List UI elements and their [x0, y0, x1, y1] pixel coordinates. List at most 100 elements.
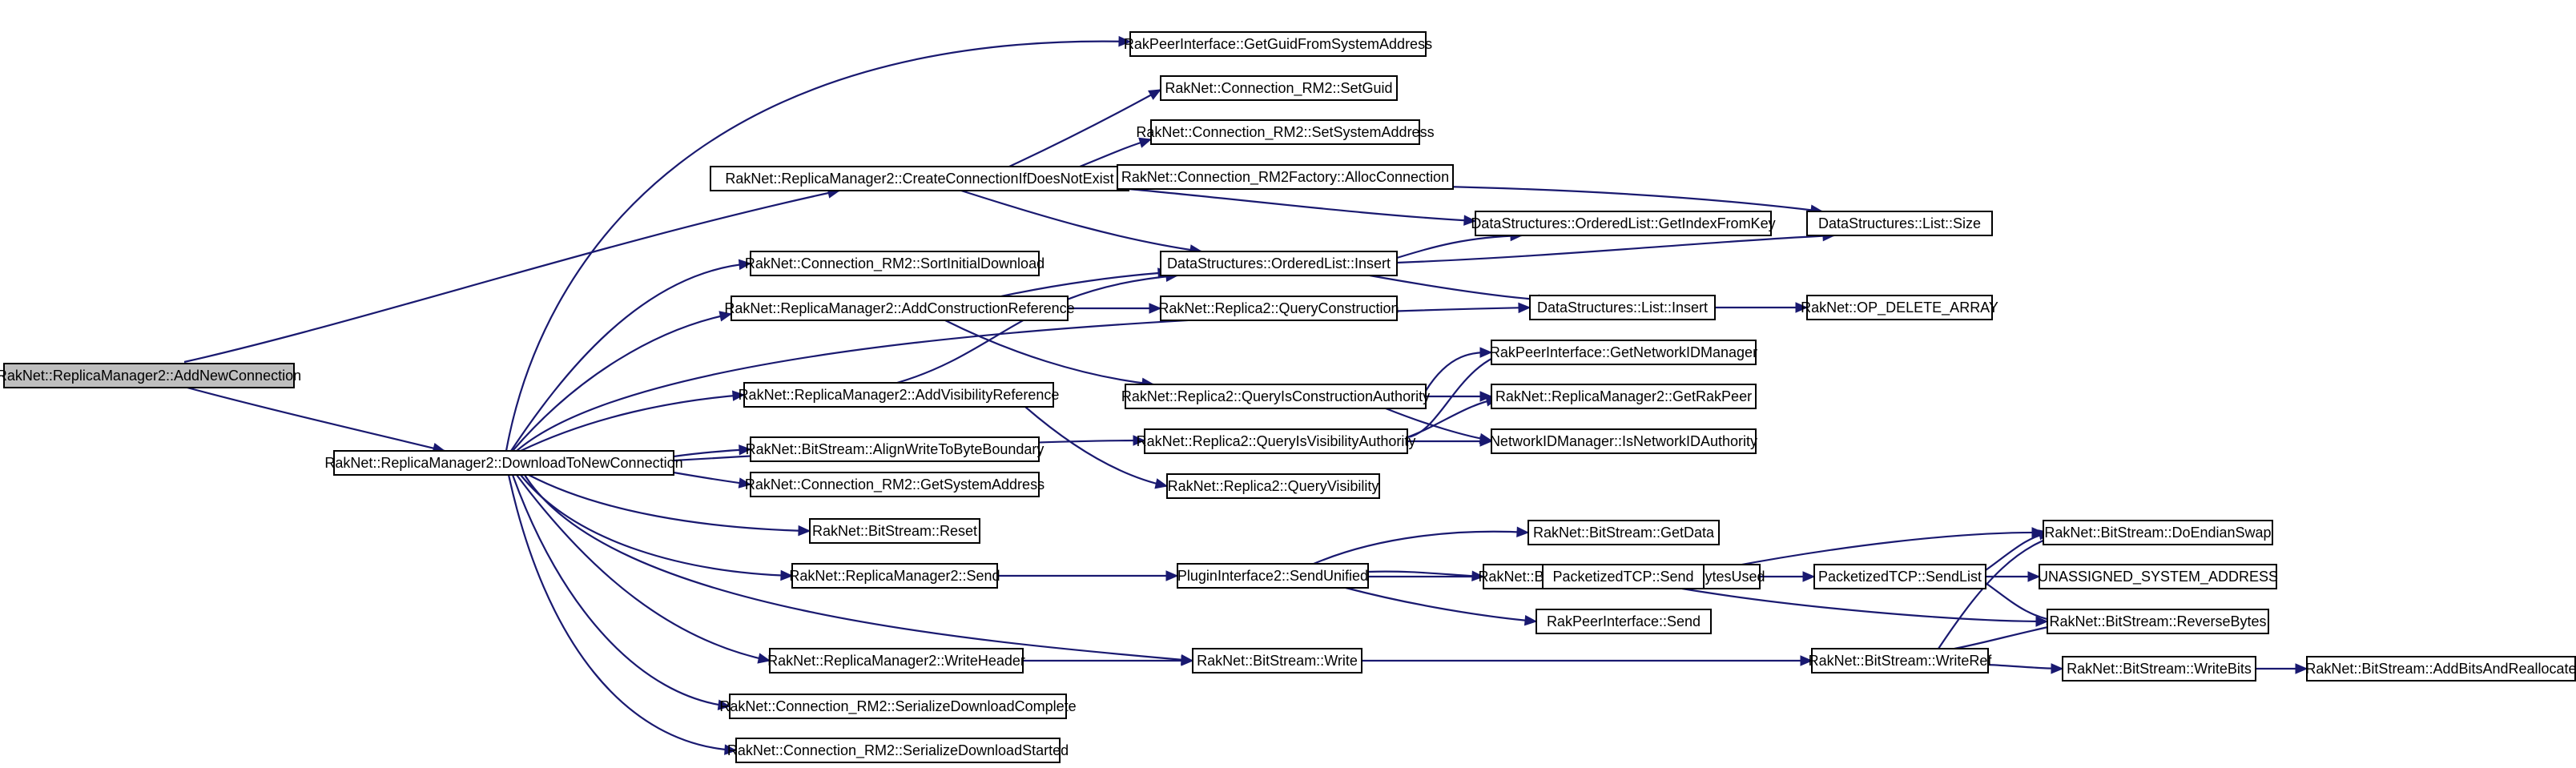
node-box — [1160, 75, 1398, 101]
node-label: RakNet::BitStream::Write — [1197, 653, 1358, 669]
node-box — [1491, 428, 1757, 454]
node-label: RakNet::Connection_RM2::SortInitialDownl… — [745, 255, 1044, 272]
graph-node[interactable]: RakNet::Replica2::QueryConstruction — [1158, 296, 1399, 321]
graph-node[interactable]: RakNet::Connection_RM2::SerializeDownloa… — [719, 694, 1077, 719]
graph-node[interactable]: RakNet::OP_DELETE_ARRAY — [1801, 295, 1998, 320]
graph-node[interactable]: RakPeerInterface::Send — [1536, 609, 1712, 634]
node-label: RakNet::BitStream::AlignWriteToByteBound… — [746, 441, 1044, 457]
node-label: RakPeerInterface::GetGuidFromSystemAddre… — [1124, 36, 1432, 52]
node-label: RakNet::ReplicaManager2::AddVisibilityRe… — [739, 387, 1060, 403]
node-label: RakNet::ReplicaManager2::DownloadToNewCo… — [324, 455, 682, 471]
node-box — [1536, 609, 1712, 634]
graph-node[interactable]: RakNet::Connection_RM2::SetGuid — [1160, 75, 1398, 101]
edge-ccine-to-olins — [960, 189, 1203, 255]
edge-ptsend-to-des — [1703, 527, 2045, 573]
graph-node[interactable]: RakNet::Replica2::QueryVisibility — [1166, 473, 1380, 499]
node-label: NetworkIDManager::IsNetworkIDAuthority — [1490, 433, 1757, 449]
edge-dtnc-to-reset — [528, 474, 811, 537]
graph-node[interactable]: RakNet::ReplicaManager2::AddNewConnectio… — [0, 363, 301, 388]
node-box — [1177, 563, 1369, 589]
edge-addcr-to-qc — [1068, 303, 1162, 314]
graph-node[interactable]: NetworkIDManager::IsNetworkIDAuthority — [1490, 428, 1757, 454]
graph-node[interactable]: RakNet::BitStream::DoEndianSwap — [2043, 520, 2273, 545]
graph-node[interactable]: RakNet::ReplicaManager2::AddConstruction… — [724, 296, 1075, 321]
graph-node[interactable]: RakNet::Connection_RM2::GetSystemAddress — [745, 472, 1044, 497]
edge-send-to-sendu — [997, 570, 1179, 581]
graph-node[interactable]: RakNet::ReplicaManager2::Send — [789, 563, 1000, 589]
graph-node[interactable]: RakNet::BitStream::Write — [1192, 648, 1362, 674]
node-box — [1491, 340, 1757, 365]
edge-dtnc-to-wh — [516, 474, 771, 664]
edge-arrowhead — [717, 699, 731, 710]
edge-qica-to-grp — [1426, 391, 1493, 402]
graph-node[interactable]: PacketizedTCP::Send — [1542, 564, 1705, 589]
edge-line — [960, 189, 1202, 253]
graph-node[interactable]: RakNet::BitStream::GetData — [1527, 520, 1720, 545]
edge-root-to-dtnc — [183, 385, 446, 454]
graph-node[interactable]: RakNet::Replica2::QueryIsVisibilityAutho… — [1137, 428, 1416, 454]
node-box — [1160, 251, 1398, 276]
node-box — [3, 363, 295, 388]
edge-arrowhead — [757, 653, 771, 664]
node-label: RakNet::BitStream::WriteBits — [2067, 661, 2252, 677]
node-box — [750, 436, 1040, 462]
graph-node[interactable]: DataStructures::List::Insert — [1529, 295, 1716, 320]
edge-arrowhead — [1133, 435, 1146, 446]
graph-node[interactable]: DataStructures::OrderedList::Insert — [1160, 251, 1398, 276]
graph-node[interactable]: RakNet::ReplicaManager2::CreateConnectio… — [710, 166, 1129, 191]
node-box — [769, 648, 1024, 674]
node-box — [750, 472, 1040, 497]
node-box — [1144, 428, 1408, 454]
graph-node[interactable]: RakNet::Connection_RM2Factory::AllocConn… — [1117, 164, 1454, 190]
graph-node[interactable]: RakNet::Connection_RM2::SetSystemAddress — [1136, 119, 1435, 145]
edge-arrowhead — [1518, 302, 1532, 314]
graph-node[interactable]: RakNet::BitStream::AlignWriteToByteBound… — [746, 436, 1044, 462]
graph-node[interactable]: RakNet::BitStream::ReverseBytes — [2047, 609, 2269, 634]
graph-node[interactable]: DataStructures::List::Size — [1806, 211, 1993, 236]
edge-arrowhead — [780, 569, 794, 581]
node-box — [1529, 295, 1716, 320]
node-label: RakNet::Connection_RM2Factory::AllocConn… — [1121, 169, 1449, 186]
graph-node[interactable]: RakNet::Connection_RM2::SortInitialDownl… — [745, 251, 1044, 276]
edge-line — [1000, 271, 1170, 298]
graph-node[interactable]: PacketizedTCP::SendList — [1813, 564, 1986, 589]
node-label: RakNet::Connection_RM2::GetSystemAddress — [745, 476, 1044, 493]
node-label: RakNet::BitStream::ReverseBytes — [2049, 613, 2266, 629]
edge-dtnc-to-gsa — [673, 471, 752, 489]
graph-node[interactable]: RakNet::BitStream::AddBitsAndReallocate — [2305, 656, 2576, 682]
graph-node[interactable]: DataStructures::OrderedList::GetIndexFro… — [1471, 211, 1776, 236]
edge-root-to-ccine — [183, 187, 841, 364]
edge-line — [1396, 234, 1523, 259]
node-label: RakNet::Replica2::QueryIsVisibilityAutho… — [1137, 433, 1416, 449]
graph-node[interactable]: RakNet::ReplicaManager2::DownloadToNewCo… — [324, 450, 683, 476]
graph-node[interactable]: RakNet::Connection_RM2::SerializeDownloa… — [727, 738, 1069, 763]
edge-line — [1345, 586, 1537, 623]
graph-node[interactable]: RakNet::ReplicaManager2::AddVisibilityRe… — [739, 382, 1060, 408]
graph-node[interactable]: RakPeerInterface::GetGuidFromSystemAddre… — [1124, 31, 1432, 57]
graph-node[interactable]: RakNet::BitStream::WriteBits — [2062, 656, 2256, 682]
graph-node[interactable]: RakPeerInterface::GetNetworkIDManager — [1490, 340, 1757, 365]
node-label: RakNet::Connection_RM2::SerializeDownloa… — [719, 698, 1076, 715]
edge-line — [183, 189, 840, 364]
edge-line — [1128, 187, 1476, 223]
graph-node[interactable]: RakNet::Replica2::QueryIsConstructionAut… — [1121, 384, 1430, 409]
edge-arrowhead — [738, 477, 752, 489]
graph-node[interactable]: PluginInterface2::SendUnified — [1177, 563, 1369, 589]
graph-node[interactable]: RakNet::ReplicaManager2::GetRakPeer — [1491, 384, 1757, 409]
node-label: DataStructures::OrderedList::GetIndexFro… — [1471, 215, 1775, 231]
node-box — [1129, 31, 1427, 57]
graph-node[interactable]: UNASSIGNED_SYSTEM_ADDRESS — [2038, 564, 2278, 589]
edge-dtnc-to-sds — [507, 474, 738, 755]
graph-node[interactable]: RakNet::ReplicaManager2::WriteHeader — [767, 648, 1025, 674]
node-box — [809, 518, 980, 544]
edge-wh-to-write — [1023, 655, 1194, 666]
edge-wbits-to-abar — [2256, 663, 2308, 674]
node-box — [2039, 564, 2277, 589]
edge-lins-to-opdel — [1715, 302, 1809, 313]
edge-arrowhead — [718, 311, 733, 322]
graph-node[interactable]: RakNet::BitStream::Reset — [809, 518, 980, 544]
graph-node[interactable]: RakNet::BitStream::WriteRef — [1809, 648, 1993, 674]
node-label: RakNet::BitStream::WriteRef — [1809, 653, 1993, 669]
edge-line — [673, 471, 751, 486]
